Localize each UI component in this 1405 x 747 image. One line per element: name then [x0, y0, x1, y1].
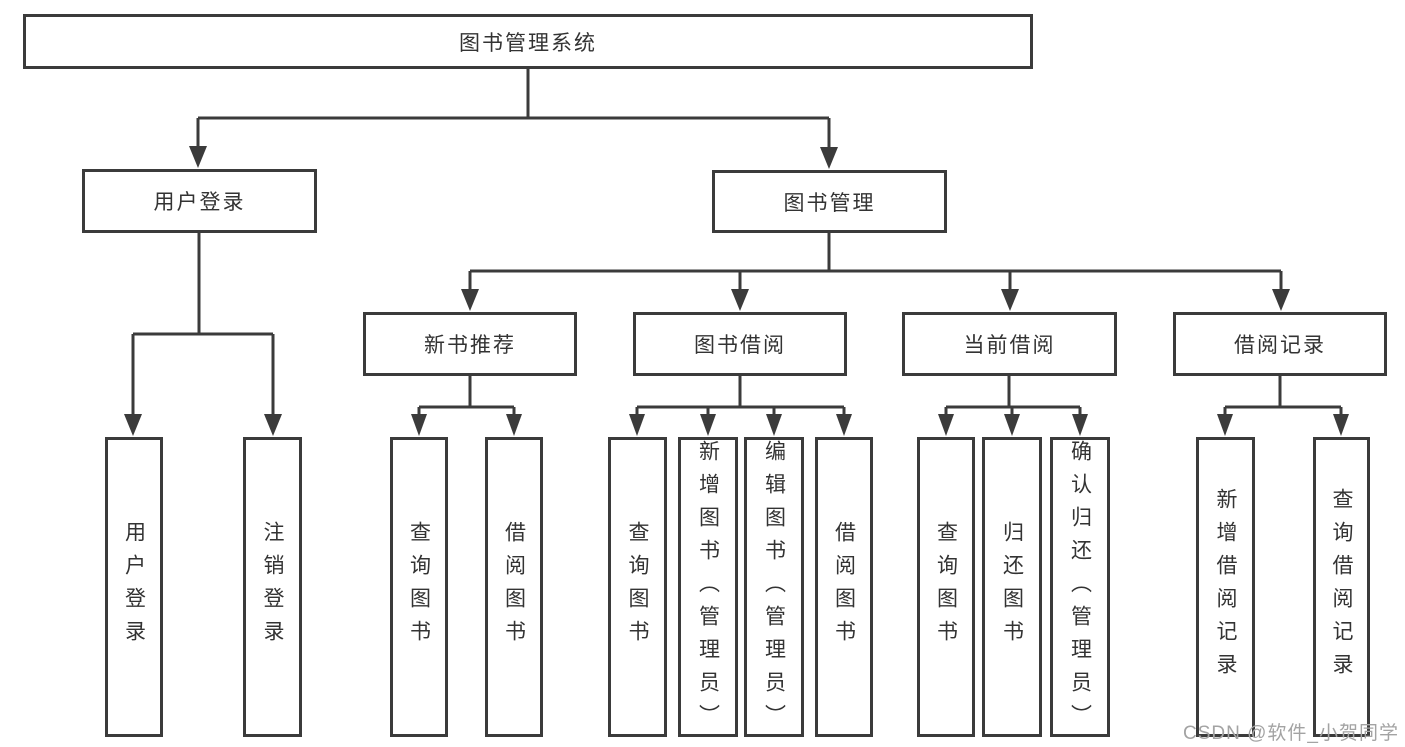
node-new-book-recommend-label: 新书推荐: [424, 334, 516, 357]
node-current-borrow: 当前借阅: [902, 312, 1117, 376]
leaf-logout-label: 注销登录: [261, 521, 284, 653]
leaf-add-book-admin: 新增图书（管理员）: [678, 437, 738, 737]
watermark-text: CSDN @软件_小贺同学: [1183, 723, 1399, 744]
leaf-borrow-books-recommend: 借阅图书: [485, 437, 543, 737]
leaf-return-books-label: 归还图书: [1000, 521, 1024, 653]
leaf-user-login-label: 用户登录: [122, 521, 146, 653]
node-user-login: 用户登录: [82, 169, 317, 233]
node-current-borrow-label: 当前借阅: [963, 334, 1056, 357]
leaf-edit-book-admin: 编辑图书（管理员）: [744, 437, 804, 737]
leaf-confirm-return-admin-label: 确认归还（管理员）: [1068, 440, 1092, 737]
leaf-user-login: 用户登录: [105, 437, 163, 737]
node-book-borrow: 图书借阅: [633, 312, 847, 376]
leaf-add-borrow-record: 新增借阅记录: [1196, 437, 1255, 737]
leaf-borrow-books-recommend-label: 借阅图书: [502, 521, 526, 653]
node-root: 图书管理系统: [23, 14, 1033, 69]
node-book-management: 图书管理: [712, 170, 947, 233]
leaf-edit-book-admin-label: 编辑图书（管理员）: [762, 440, 786, 737]
node-book-borrow-label: 图书借阅: [694, 334, 786, 357]
node-root-label: 图书管理系统: [459, 31, 597, 55]
arrowheads: [124, 146, 1349, 436]
leaf-query-books-borrow-label: 查询图书: [626, 521, 649, 653]
leaf-query-borrow-record-label: 查询借阅记录: [1330, 488, 1353, 686]
leaf-return-books: 归还图书: [982, 437, 1042, 737]
node-user-login-label: 用户登录: [153, 191, 246, 214]
leaf-query-books-borrow: 查询图书: [608, 437, 667, 737]
leaf-query-books-current-label: 查询图书: [934, 521, 958, 653]
leaf-add-book-admin-label: 新增图书（管理员）: [696, 440, 720, 737]
leaf-borrow-books: 借阅图书: [815, 437, 873, 737]
leaf-query-books-recommend-label: 查询图书: [407, 521, 431, 653]
node-borrow-records-label: 借阅记录: [1234, 334, 1326, 357]
leaf-logout: 注销登录: [243, 437, 302, 737]
leaf-add-borrow-record-label: 新增借阅记录: [1214, 488, 1237, 686]
node-borrow-records: 借阅记录: [1173, 312, 1387, 376]
leaf-query-books-recommend: 查询图书: [390, 437, 448, 737]
leaf-borrow-books-label: 借阅图书: [832, 521, 856, 653]
node-new-book-recommend: 新书推荐: [363, 312, 577, 376]
leaf-query-borrow-record: 查询借阅记录: [1313, 437, 1370, 737]
leaf-query-books-current: 查询图书: [917, 437, 975, 737]
leaf-confirm-return-admin: 确认归还（管理员）: [1050, 437, 1110, 737]
node-book-management-label: 图书管理: [783, 191, 876, 215]
